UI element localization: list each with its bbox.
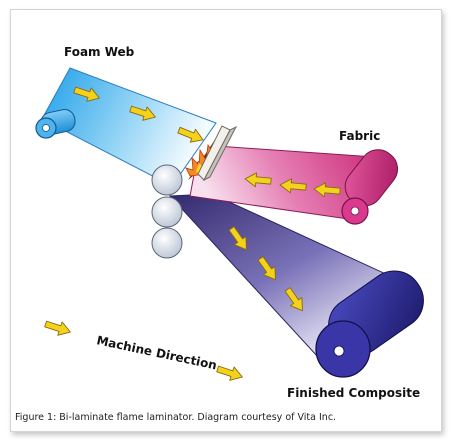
- figure-caption: Figure 1: Bi-laminate flame laminator. D…: [15, 412, 337, 423]
- machine-direction-label: Machine Direction: [95, 333, 218, 372]
- foam-web-sheet: [41, 67, 217, 187]
- finished-composite-label: Finished Composite: [287, 386, 420, 400]
- foam-web-roll: [35, 109, 76, 139]
- foam-web-label: Foam Web: [64, 45, 135, 59]
- legend-arrow-1: [43, 316, 73, 340]
- legend-arrow-2: [215, 361, 245, 385]
- finished-composite-roll: [315, 270, 424, 378]
- fabric-roll: [341, 149, 399, 225]
- nip-rollers: [151, 164, 183, 259]
- fabric-label: Fabric: [339, 129, 380, 143]
- flame-burner: [185, 125, 238, 182]
